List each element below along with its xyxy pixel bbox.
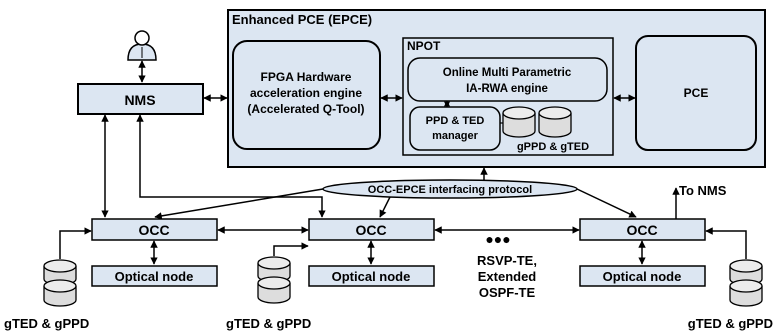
fpga-label-line2: acceleration engine [250,86,362,100]
online-engine-box [407,57,608,102]
epce-title: Enhanced PCE (EPCE) [232,12,372,27]
arrow-db-occ-left [59,227,92,259]
occ-mid-label: OCC [355,222,386,238]
ppd-ted-manager-box [409,106,501,151]
database-mid-icon [257,256,291,304]
optical-node-left-label: Optical node [115,269,194,284]
user-icon [127,30,157,61]
occ-right-label: OCC [626,222,657,238]
fpga-label-line1: FPGA Hardware [261,70,352,84]
occ-left-box [91,218,218,241]
line-protocol-occ-mid [379,196,391,218]
database-right-icon [729,259,763,307]
optical-node-right-box [579,265,706,287]
occ-right-box [579,218,706,241]
fpga-label-line3: (Accelerated Q-Tool) [247,102,364,116]
center-database-icon-2 [538,106,572,138]
arrow-db-occ-right [705,227,747,259]
rsvp-line2: Extended [478,269,537,284]
center-db-label: gPPD & gTED [517,141,589,153]
rsvp-line1: RSVP-TE, [477,253,537,268]
line-protocol-occ-left [154,188,324,220]
ppd-ted-line1: PPD & TED [426,115,485,127]
line-protocol-occ-right [576,188,637,218]
online-engine-line1: Online Multi Parametric [443,67,572,79]
optical-node-left-box [91,265,218,287]
occ-left-label: OCC [138,222,169,238]
nms-label: NMS [124,92,155,108]
db-right-label: gTED & gPPD [688,316,773,331]
occ-mid-box [308,218,435,241]
arrow-db-occ-mid [273,242,309,256]
rsvp-dots: ●●● [485,231,510,247]
ppd-ted-line2: manager [432,130,479,142]
database-left-icon [43,259,77,307]
optical-node-mid-box [308,265,435,287]
db-mid-label: gTED & gPPD [226,316,311,331]
center-database-icon-1 [502,106,536,138]
optical-node-right-label: Optical node [603,269,682,284]
nms-box [77,83,204,115]
rsvp-line3: OSPF-TE [479,285,536,300]
protocol-label: OCC-EPCE interfacing protocol [368,184,532,196]
optical-node-mid-label: Optical node [332,269,411,284]
to-nms-label: To NMS [679,183,727,198]
arrow-nms-occ-mid [136,114,326,218]
npot-title: NPOT [407,39,441,53]
pce-box [635,35,757,151]
online-engine-line2: IA-RWA engine [466,83,548,95]
db-left-label: gTED & gPPD [4,316,89,331]
pce-label: PCE [684,86,709,100]
